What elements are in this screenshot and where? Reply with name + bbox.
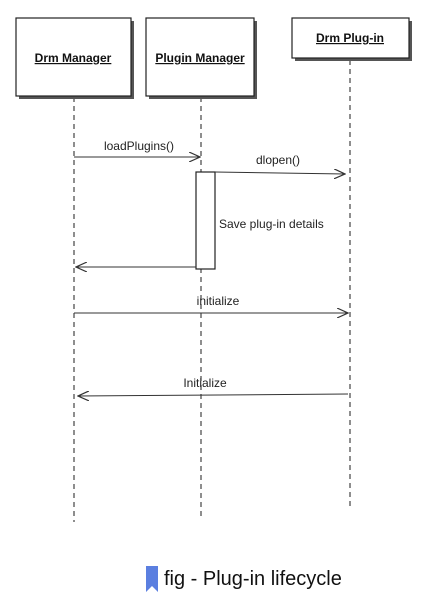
message-initialize-return: Initialize — [183, 376, 227, 390]
message-dlopen: dlopen() — [256, 153, 300, 167]
message-load-plugins: loadPlugins() — [104, 139, 174, 153]
caption-text: fig - Plug-in lifecycle — [164, 567, 342, 590]
actor-plugin-manager-label: Plugin Manager — [155, 51, 245, 65]
message-save-details: Save plug-in details — [219, 217, 324, 231]
actor-drm-manager-label: Drm Manager — [35, 51, 112, 65]
actor-plugin-manager: Plugin Manager — [145, 17, 257, 99]
sequence-diagram: Drm Manager Plugin Manager Drm Plug-in l… — [15, 17, 412, 522]
actor-drm-plugin-label: Drm Plug-in — [316, 31, 384, 45]
arrow-dlopen — [214, 172, 345, 174]
bookmark-icon — [146, 566, 158, 592]
message-initialize-call: initialize — [197, 294, 240, 308]
figure-caption: fig - Plug-in lifecycle — [146, 564, 342, 594]
activation-bar — [195, 171, 216, 270]
actor-drm-plugin: Drm Plug-in — [291, 17, 412, 61]
arrow-initialize-return — [78, 394, 349, 396]
actor-drm-manager: Drm Manager — [15, 17, 134, 99]
